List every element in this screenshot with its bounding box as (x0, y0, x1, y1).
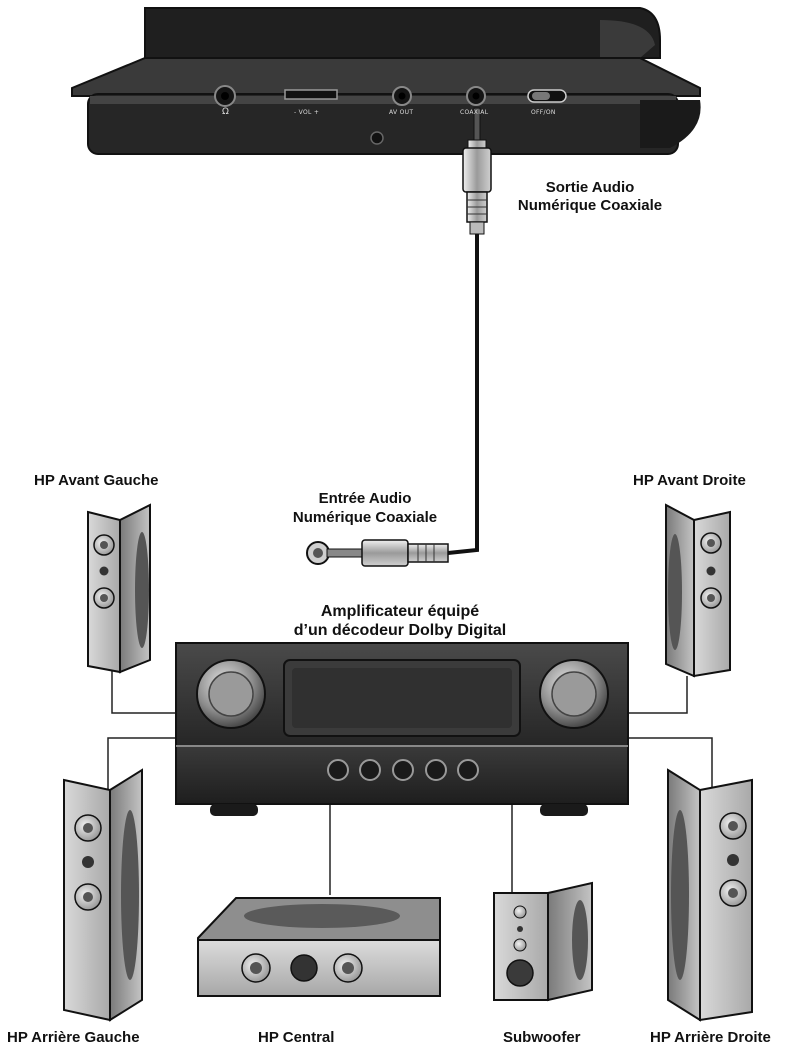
coaxial-plug-input (306, 539, 449, 567)
dvd-player (71, 7, 701, 155)
coaxial-plug-top (462, 107, 492, 235)
front-right-speaker (665, 503, 731, 678)
front-left-speaker (87, 503, 151, 674)
amplifier (175, 642, 629, 816)
amplifier-label-line2: d’un décodeur Dolby Digital (293, 622, 507, 639)
amplifier-label-line1: Amplificateur équipé (320, 603, 480, 620)
output-label-line2: Numérique Coaxiale (517, 197, 663, 214)
speaker-wires (107, 671, 713, 895)
input-label-line1: Entrée Audio (318, 490, 412, 507)
subwoofer-label: Subwoofer (503, 1029, 581, 1046)
front-left-label: HP Avant Gauche (34, 472, 159, 489)
rear-right-speaker (667, 768, 753, 1022)
front-right-label: HP Avant Droite (633, 472, 746, 489)
coaxial-port-label: COAXIAL (460, 109, 489, 116)
center-speaker (197, 897, 441, 997)
rear-left-speaker (63, 768, 143, 1022)
headphone-icon: Ω (222, 107, 230, 117)
input-label-line2: Numérique Coaxiale (292, 509, 438, 526)
rear-left-label: HP Arrière Gauche (7, 1029, 140, 1046)
center-label: HP Central (258, 1029, 335, 1046)
subwoofer-speaker (493, 881, 593, 1002)
switch-label: OFF/ON (531, 109, 556, 116)
output-label-line1: Sortie Audio (545, 179, 635, 196)
av-out-label: AV OUT (389, 109, 414, 116)
rear-right-label: HP Arrière Droite (650, 1029, 771, 1046)
coaxial-cable (447, 234, 479, 555)
vol-label: - VOL + (294, 109, 320, 116)
